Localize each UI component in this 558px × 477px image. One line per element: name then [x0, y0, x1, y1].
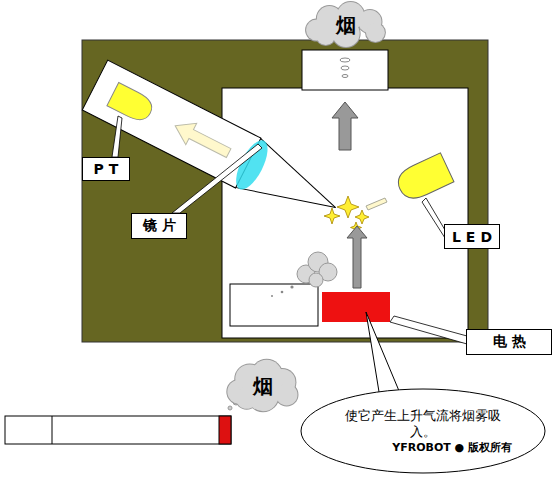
- smoke-dot: [290, 285, 293, 288]
- filter-line: [52, 416, 53, 444]
- label-text: 使它产生上升气流将烟雾吸入。: [334, 408, 512, 442]
- part-label: 电热: [466, 329, 552, 355]
- small-smoke: [297, 252, 337, 287]
- label-text: LED: [452, 229, 497, 245]
- smoke-dot: [271, 295, 273, 297]
- label-text: 镜片: [143, 217, 181, 235]
- label-text: 烟: [253, 373, 273, 400]
- smoke-dot: [340, 58, 350, 62]
- scatter-stars: [324, 196, 369, 233]
- chamber: [222, 88, 468, 338]
- leader: [422, 198, 445, 238]
- part-label: PT: [82, 157, 130, 181]
- leader: [172, 144, 262, 213]
- outlet: [302, 50, 388, 90]
- airflow-arrow: [347, 226, 367, 288]
- airflow-arrow: [332, 102, 358, 150]
- part-label: 镜片: [131, 213, 187, 239]
- inlet-box: [230, 284, 318, 326]
- leader: [390, 316, 467, 344]
- smoke-cloud: 烟: [226, 362, 300, 410]
- smoke-cloud: 烟: [300, 4, 392, 46]
- smoke-dot: [281, 291, 284, 294]
- led-bulb: [393, 153, 454, 204]
- watermark-text: YFROBOT ● 版权所有: [334, 441, 512, 454]
- label-text: 烟: [336, 12, 356, 39]
- label-text: 电热: [493, 333, 531, 351]
- leader: [112, 116, 122, 157]
- light-arrow: [366, 198, 387, 210]
- cigarette-tip: [219, 416, 231, 444]
- housing: [82, 40, 488, 342]
- cigarette: [5, 416, 231, 444]
- heater: [322, 292, 390, 322]
- callout-ellipse: 使它产生上升气流将烟雾吸入。YFROBOT ● 版权所有: [300, 388, 546, 474]
- part-label: LED: [444, 224, 500, 249]
- smoke-dot: [228, 406, 232, 410]
- smoke-dot: [342, 75, 348, 78]
- label-text: PT: [94, 161, 124, 177]
- callout-tail: [366, 312, 402, 398]
- pt-tube: [82, 60, 348, 232]
- smoke-dot: [341, 66, 349, 70]
